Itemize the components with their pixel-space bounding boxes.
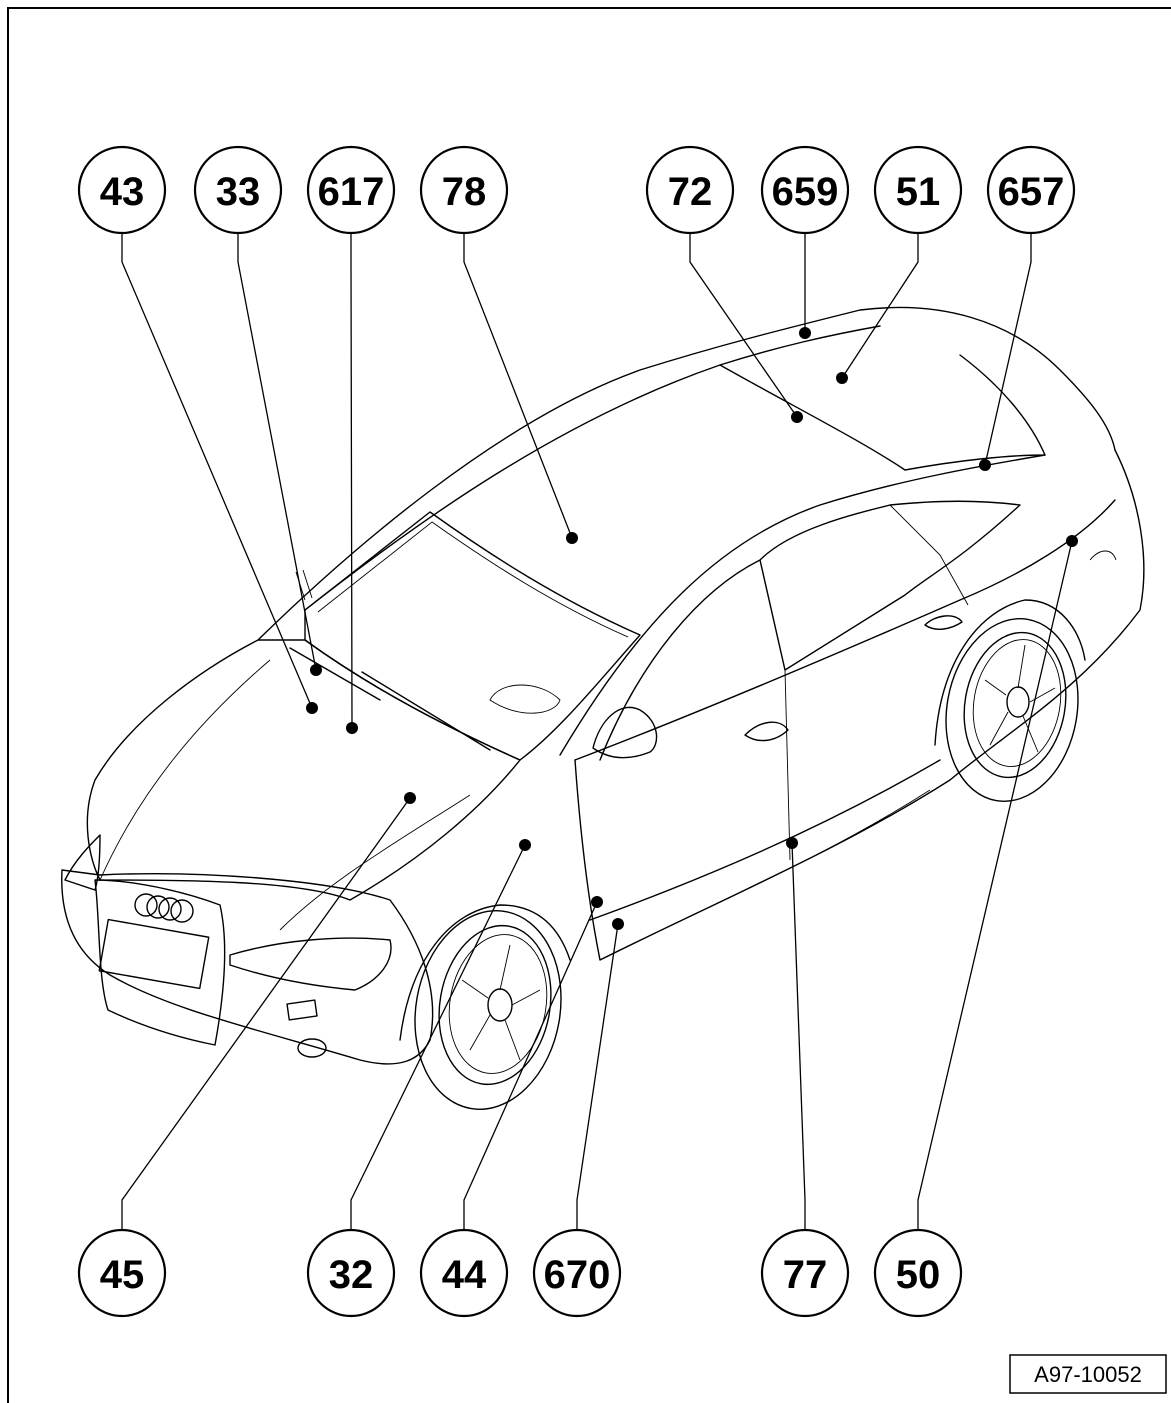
leader-lines bbox=[121, 233, 1073, 1230]
point-45 bbox=[404, 792, 416, 804]
steering-wheel bbox=[489, 684, 561, 714]
windshield-inner bbox=[317, 521, 629, 638]
callout-label: 44 bbox=[442, 1253, 487, 1297]
point-72 bbox=[791, 411, 803, 423]
leader-670 bbox=[576, 923, 619, 1230]
roof-side-rail bbox=[559, 454, 1046, 756]
hood bbox=[86, 639, 521, 901]
grille bbox=[94, 879, 226, 1046]
audi-logo bbox=[134, 893, 194, 923]
point-markers bbox=[306, 327, 1078, 930]
callout-77: 77 bbox=[760, 1228, 850, 1318]
leader-43 bbox=[121, 233, 313, 709]
front-door-handle bbox=[744, 721, 789, 742]
callout-label: 72 bbox=[668, 170, 713, 214]
point-77 bbox=[786, 837, 798, 849]
point-50 bbox=[1066, 535, 1078, 547]
headlight-left bbox=[64, 834, 101, 891]
callout-670: 670 bbox=[532, 1228, 622, 1318]
callout-32: 32 bbox=[306, 1228, 396, 1318]
point-51 bbox=[836, 372, 848, 384]
callout-617: 617 bbox=[306, 145, 396, 235]
callout-657: 657 bbox=[986, 145, 1076, 235]
callout-label: 78 bbox=[442, 170, 487, 214]
point-44 bbox=[591, 896, 603, 908]
leader-657 bbox=[984, 233, 1032, 466]
b-pillar bbox=[759, 559, 791, 861]
windshield bbox=[304, 511, 641, 761]
window-frame bbox=[599, 500, 1021, 761]
callout-label: 617 bbox=[318, 170, 385, 214]
figure-reference-box: A97-10052 bbox=[1009, 1354, 1167, 1394]
leader-50 bbox=[917, 540, 1073, 1230]
point-43 bbox=[306, 702, 318, 714]
point-33 bbox=[310, 664, 322, 676]
leader-617 bbox=[350, 233, 353, 729]
car-illustration bbox=[61, 306, 1145, 1110]
fog-light bbox=[297, 1038, 327, 1058]
roof-outline bbox=[257, 306, 1116, 641]
point-617 bbox=[346, 722, 358, 734]
callout-72: 72 bbox=[645, 145, 735, 235]
license-plate bbox=[98, 918, 210, 990]
roof-inner-line bbox=[304, 325, 881, 611]
callouts-bottom: 45 32 44 670 77 50 bbox=[77, 1228, 963, 1318]
sill-line bbox=[589, 759, 941, 921]
point-659 bbox=[799, 327, 811, 339]
leader-72 bbox=[689, 233, 798, 418]
callout-label: 45 bbox=[100, 1253, 145, 1297]
callout-label: 77 bbox=[783, 1253, 828, 1297]
callout-label: 51 bbox=[896, 170, 941, 214]
c-pillar bbox=[889, 504, 969, 606]
wiper-right bbox=[361, 671, 491, 751]
leader-33 bbox=[237, 233, 317, 671]
leader-45 bbox=[121, 797, 411, 1230]
page-frame bbox=[7, 7, 1171, 1403]
callout-label: 670 bbox=[544, 1253, 611, 1297]
callout-78: 78 bbox=[419, 145, 509, 235]
rear-window bbox=[719, 354, 1046, 471]
point-78 bbox=[566, 532, 578, 544]
point-32 bbox=[519, 839, 531, 851]
fuel-door bbox=[1089, 550, 1117, 561]
front-wheel bbox=[414, 910, 562, 1110]
side-mirror bbox=[592, 706, 658, 759]
rocker bbox=[599, 789, 931, 961]
belt-line bbox=[574, 499, 1116, 761]
figure-reference-text: A97-10052 bbox=[1034, 1362, 1142, 1387]
callout-label: 657 bbox=[998, 170, 1065, 214]
leader-44 bbox=[463, 901, 598, 1230]
headlight-right bbox=[229, 937, 392, 991]
callout-label: 659 bbox=[772, 170, 839, 214]
hood-crease-left bbox=[99, 659, 271, 881]
body-side bbox=[574, 449, 1145, 961]
callout-label: 43 bbox=[100, 170, 145, 214]
point-657 bbox=[979, 459, 991, 471]
turn-indicator bbox=[286, 999, 318, 1021]
hood-crease-right bbox=[279, 794, 471, 931]
callout-label: 32 bbox=[329, 1253, 374, 1297]
callout-44: 44 bbox=[419, 1228, 509, 1318]
leader-77 bbox=[791, 842, 806, 1230]
front-bumper bbox=[61, 869, 434, 1065]
callout-45: 45 bbox=[77, 1228, 167, 1318]
callouts-top: 43 33 617 78 72 659 51 657 bbox=[77, 145, 1076, 235]
rear-wheel bbox=[945, 617, 1079, 803]
callout-43: 43 bbox=[77, 145, 167, 235]
callout-50: 50 bbox=[873, 1228, 963, 1318]
rear-wheel-arch bbox=[934, 599, 1086, 746]
leader-32 bbox=[350, 844, 526, 1230]
leader-78 bbox=[463, 233, 573, 539]
rear-door-handle bbox=[924, 615, 963, 630]
wiper-left bbox=[289, 647, 381, 701]
leader-51 bbox=[841, 233, 919, 379]
point-670 bbox=[612, 918, 624, 930]
callout-33: 33 bbox=[193, 145, 283, 235]
callout-label: 50 bbox=[896, 1253, 941, 1297]
callout-label: 33 bbox=[216, 170, 261, 214]
callout-659: 659 bbox=[760, 145, 850, 235]
callout-51: 51 bbox=[873, 145, 963, 235]
